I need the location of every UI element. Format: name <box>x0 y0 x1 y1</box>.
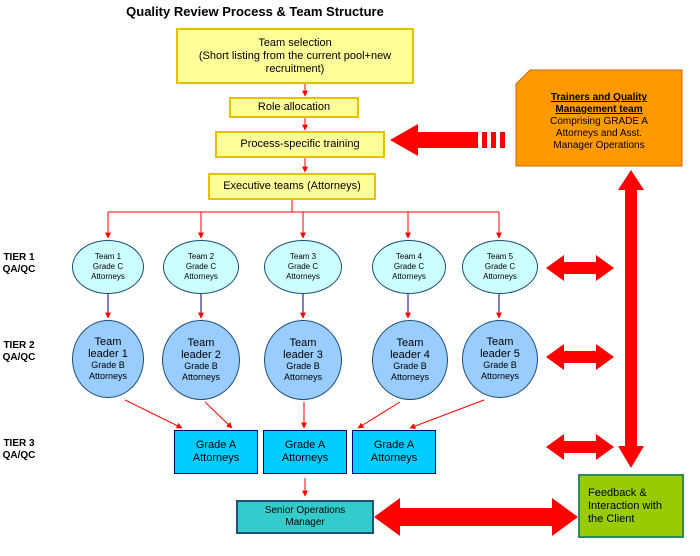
double-arrow-senior-to-feedback <box>374 498 578 536</box>
tier2-leader-2: Team leader 2 Grade B Attorneys <box>162 320 240 400</box>
leader-role: Attorneys <box>390 372 430 382</box>
leader-name: leader 3 <box>283 349 323 361</box>
tier1-team-3: Team 3 Grade C Attorneys <box>264 240 342 294</box>
tier3-line1: TIER 3 <box>3 438 35 449</box>
leader-word: Team <box>187 337 215 349</box>
trainers-text: Trainers and Quality Management team Com… <box>522 92 676 152</box>
leader-name: leader 5 <box>480 348 520 360</box>
executive-box: Executive teams (Attorneys) <box>208 173 376 200</box>
leader-role: Attorneys <box>480 371 520 381</box>
senior-operations-box: Senior Operations Manager <box>236 500 374 534</box>
leader-role: Attorneys <box>181 372 221 382</box>
team-grade: Grade C <box>92 262 124 271</box>
big-arrow-trainers-to-training <box>390 124 505 156</box>
feedback-line2: Interaction with <box>588 499 662 512</box>
leader-name: leader 2 <box>181 349 221 361</box>
tier1-label: TIER 1 QA/QC <box>2 252 36 276</box>
arrow-leader2-to-gradeA <box>204 401 233 429</box>
executive-label: Executive teams (Attorneys) <box>223 180 361 192</box>
team-name: Team 4 <box>395 252 423 261</box>
role-allocation-label: Role allocation <box>257 101 331 113</box>
tier1-team-5: Team 5 Grade C Attorneys <box>462 240 538 294</box>
team-selection-box: Team selection (Short listing from the c… <box>176 28 414 84</box>
grade-a-line1: Grade A <box>195 439 237 451</box>
team-grade: Grade C <box>393 262 425 271</box>
tier1-team-2: Team 2 Grade C Attorneys <box>163 240 239 294</box>
tier2-line1: TIER 2 <box>3 340 35 351</box>
team-role: Attorneys <box>392 272 426 281</box>
training-label: Process-specific training <box>240 138 360 150</box>
trainers-body-line1: Comprising GRADE A <box>550 116 648 127</box>
leader-word: Team <box>396 337 424 349</box>
arrow-leader5-to-gradeA <box>409 399 485 429</box>
grade-a-line2: Attorneys <box>192 452 240 464</box>
double-arrow-tier3 <box>546 434 614 460</box>
leader-grade: Grade B <box>286 361 320 371</box>
grade-a-line2: Attorneys <box>370 452 418 464</box>
leader-word: Team <box>289 337 317 349</box>
grade-a-line1: Grade A <box>284 439 326 451</box>
tier3-label: TIER 3 QA/QC <box>2 438 36 462</box>
team-name: Team 5 <box>486 252 514 261</box>
leader-word: Team <box>94 336 122 348</box>
team-role: Attorneys <box>91 272 125 281</box>
team-name: Team 1 <box>94 252 122 261</box>
team-selection-line3: recruitment) <box>265 62 325 75</box>
leader-grade: Grade B <box>393 361 427 371</box>
arrow-leader4-to-gradeA <box>357 401 401 429</box>
senior-line2: Manager <box>285 517 325 528</box>
leader-role: Attorneys <box>88 371 128 381</box>
trainers-body-line3: Manager Operations <box>553 140 645 151</box>
tier3-grade-a-3: Grade A Attorneys <box>352 430 436 474</box>
team-grade: Grade C <box>185 262 217 271</box>
double-arrow-tier2 <box>546 344 614 370</box>
tier2-leader-4: Team leader 4 Grade B Attorneys <box>372 320 448 400</box>
tier1-line2: QA/QC <box>2 264 36 275</box>
team-grade: Grade C <box>287 262 319 271</box>
feedback-line1: Feedback & <box>588 486 647 499</box>
diagram-title: Quality Review Process & Team Structure <box>126 4 384 19</box>
feedback-line3: the Client <box>588 512 635 525</box>
double-arrow-tier1 <box>546 255 614 281</box>
trainers-header-line1: Trainers and Quality <box>550 92 648 103</box>
tier3-line2: QA/QC <box>2 450 36 461</box>
double-arrow-vertical <box>618 170 644 468</box>
tier1-line1: TIER 1 <box>3 252 35 263</box>
leader-grade: Grade B <box>184 361 218 371</box>
team-grade: Grade C <box>484 262 516 271</box>
team-role: Attorneys <box>483 272 517 281</box>
arrow-leader1-to-gradeA <box>124 399 183 429</box>
tier2-line2: QA/QC <box>2 352 36 363</box>
team-role: Attorneys <box>286 272 320 281</box>
team-name: Team 2 <box>187 252 215 261</box>
tier2-leader-3: Team leader 3 Grade B Attorneys <box>264 320 342 400</box>
grade-a-line1: Grade A <box>373 439 415 451</box>
tier3-grade-a-2: Grade A Attorneys <box>263 430 347 474</box>
leader-grade: Grade B <box>91 360 125 370</box>
leader-word: Team <box>486 336 514 348</box>
senior-line1: Senior Operations <box>264 505 346 516</box>
leader-role: Attorneys <box>283 372 323 382</box>
team-role: Attorneys <box>184 272 218 281</box>
role-allocation-box: Role allocation <box>229 97 359 118</box>
tier2-leader-5: Team leader 5 Grade B Attorneys <box>462 320 538 398</box>
team-selection-line2: (Short listing from the current pool+new <box>198 49 392 62</box>
leader-grade: Grade B <box>483 360 517 370</box>
team-selection-line1: Team selection <box>258 36 332 49</box>
tier2-leader-1: Team leader 1 Grade B Attorneys <box>72 320 144 398</box>
tier3-grade-a-1: Grade A Attorneys <box>174 430 258 474</box>
feedback-box: Feedback & Interaction with the Client <box>578 474 684 538</box>
grade-a-line2: Attorneys <box>281 452 329 464</box>
tier1-team-4: Team 4 Grade C Attorneys <box>372 240 446 294</box>
trainers-header-line2: Management team <box>555 104 643 115</box>
leader-name: leader 4 <box>390 349 430 361</box>
trainers-body-line2: Attorneys and Asst. <box>555 128 643 139</box>
training-box: Process-specific training <box>215 131 385 158</box>
leader-name: leader 1 <box>88 348 128 360</box>
tier1-team-1: Team 1 Grade C Attorneys <box>72 240 144 294</box>
trainers-shape <box>515 69 683 167</box>
tier2-label: TIER 2 QA/QC <box>2 340 36 364</box>
team-name: Team 3 <box>289 252 317 261</box>
